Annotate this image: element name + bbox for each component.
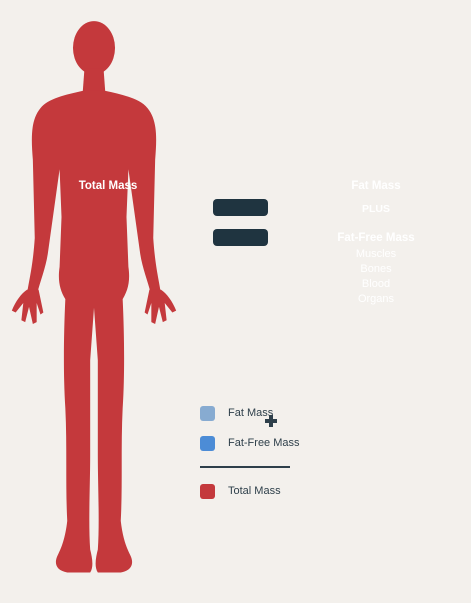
component-muscles: Muscles: [356, 247, 396, 262]
component-blood: Blood: [362, 277, 390, 292]
component-bones: Bones: [360, 262, 391, 277]
legend-swatch-fat-mass: [200, 406, 215, 421]
legend-swatch-fat-free-mass: [200, 436, 215, 451]
fat-free-mass-label: Fat-Free Mass: [337, 232, 414, 244]
plus-icon: [265, 415, 277, 427]
plus-label: PLUS: [362, 203, 390, 215]
legend-label-fat-free-mass: Fat-Free Mass: [228, 437, 300, 449]
equals-bar-top: [213, 199, 268, 216]
legend-divider: [200, 466, 290, 468]
legend-swatch-total-mass: [200, 484, 215, 499]
equals-bar-bottom: [213, 229, 268, 246]
total-mass-figure: [12, 21, 176, 572]
component-organs: Organs: [358, 292, 394, 307]
fat-mass-label: Fat Mass: [351, 180, 400, 192]
total-mass-label: Total Mass: [79, 180, 138, 192]
legend-label-total-mass: Total Mass: [228, 485, 281, 497]
